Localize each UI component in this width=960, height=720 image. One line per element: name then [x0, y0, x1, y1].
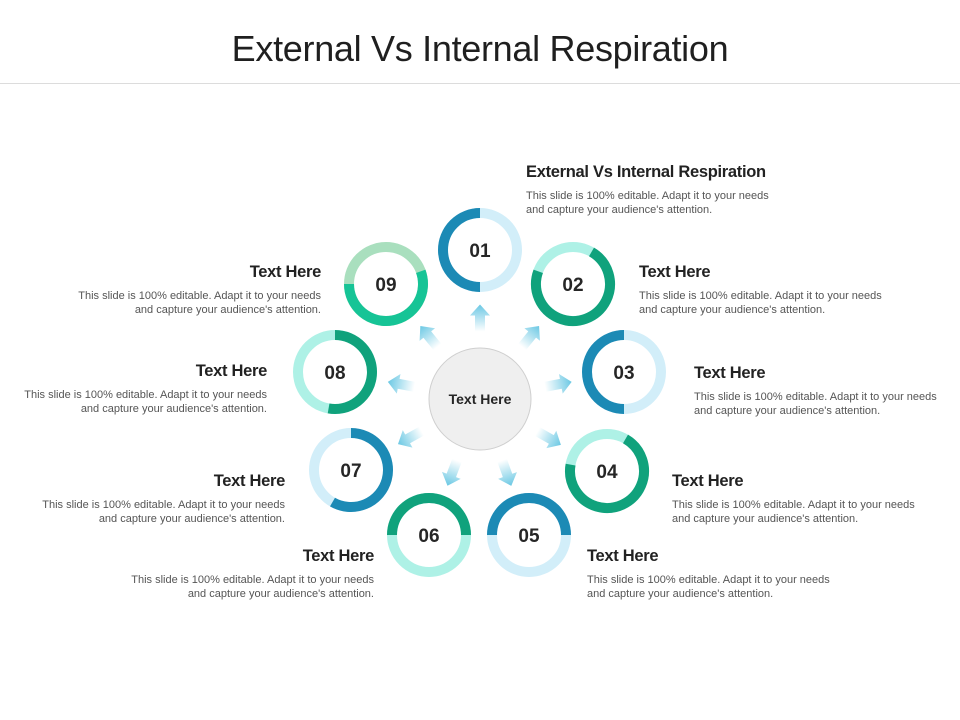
center-node: Text Here [428, 347, 532, 451]
step-heading: Text Here [213, 472, 286, 490]
step-ring-08: 08 [293, 330, 377, 414]
arrow-to-step-7 [397, 426, 425, 448]
step-description: This slide is 100% editable. Adapt it to… [694, 391, 937, 417]
step-heading: Text Here [639, 263, 711, 281]
step-heading: Text Here [694, 364, 766, 382]
step-heading: Text Here [249, 263, 322, 281]
step-label-08: Text Here This slide is 100% editable. A… [17, 362, 267, 416]
ring-arc [330, 428, 393, 512]
arrow-to-step-9 [419, 326, 442, 351]
arrow-to-step-6 [441, 458, 462, 486]
ring-arc [438, 208, 481, 292]
step-label-05: Text Here This slide is 100% editable. A… [587, 547, 837, 601]
step-number: 05 [518, 526, 540, 547]
step-number: 09 [375, 275, 396, 296]
step-heading: External Vs Internal Respiration [526, 163, 766, 181]
step-ring-03: 03 [582, 330, 666, 414]
step-number: 06 [418, 526, 439, 547]
arrow-to-step-3 [544, 374, 572, 394]
step-heading: Text Here [587, 547, 659, 565]
ring-arc [387, 493, 471, 536]
step-description: This slide is 100% editable. Adapt it to… [639, 290, 882, 316]
ring-arc [487, 493, 571, 536]
step-heading: Text Here [672, 472, 744, 490]
arrow-to-step-4 [534, 427, 561, 449]
arrow-to-step-5 [497, 458, 517, 486]
ring-arc [531, 247, 615, 326]
step-label-01: External Vs Internal Respiration This sl… [526, 163, 826, 217]
center-label: Text Here [449, 391, 512, 407]
ring-arc [565, 434, 649, 513]
step-label-06: Text Here This slide is 100% editable. A… [124, 547, 374, 601]
step-label-02: Text Here This slide is 100% editable. A… [639, 263, 889, 317]
title-divider [0, 83, 960, 84]
step-description: This slide is 100% editable. Adapt it to… [42, 499, 285, 525]
step-number: 08 [324, 363, 345, 384]
step-ring-02: 02 [531, 242, 615, 326]
ring-arc [344, 269, 428, 326]
step-description: This slide is 100% editable. Adapt it to… [526, 190, 769, 216]
center-circle [428, 347, 532, 451]
step-description: This slide is 100% editable. Adapt it to… [131, 574, 374, 600]
arrow-to-step-1 [470, 304, 490, 332]
step-label-09: Text Here This slide is 100% editable. A… [71, 263, 321, 317]
step-ring-09: 09 [344, 242, 428, 326]
step-description: This slide is 100% editable. Adapt it to… [587, 574, 830, 600]
ring-arc [582, 330, 625, 414]
step-heading: Text Here [195, 362, 268, 380]
step-number: 02 [562, 275, 583, 296]
step-label-07: Text Here This slide is 100% editable. A… [35, 472, 285, 526]
step-description: This slide is 100% editable. Adapt it to… [78, 290, 321, 316]
step-number: 07 [340, 461, 361, 482]
arrow-to-step-8 [387, 374, 416, 394]
page-title: External Vs Internal Respiration [231, 28, 729, 69]
step-ring-04: 04 [565, 429, 649, 513]
step-ring-05: 05 [487, 493, 571, 577]
arrow-to-step-2 [518, 325, 540, 351]
ring-arc [327, 330, 377, 414]
step-ring-06: 06 [387, 493, 471, 577]
step-number: 04 [596, 462, 618, 483]
step-number: 01 [469, 241, 491, 262]
step-label-04: Text Here This slide is 100% editable. A… [672, 472, 922, 526]
step-description: This slide is 100% editable. Adapt it to… [24, 389, 267, 415]
step-ring-01: 01 [438, 208, 522, 292]
step-heading: Text Here [302, 547, 375, 565]
step-ring-07: 07 [309, 428, 393, 512]
step-label-03: Text Here This slide is 100% editable. A… [694, 364, 944, 418]
step-description: This slide is 100% editable. Adapt it to… [672, 499, 915, 525]
arrows-layer [387, 304, 572, 486]
step-number: 03 [613, 363, 634, 384]
